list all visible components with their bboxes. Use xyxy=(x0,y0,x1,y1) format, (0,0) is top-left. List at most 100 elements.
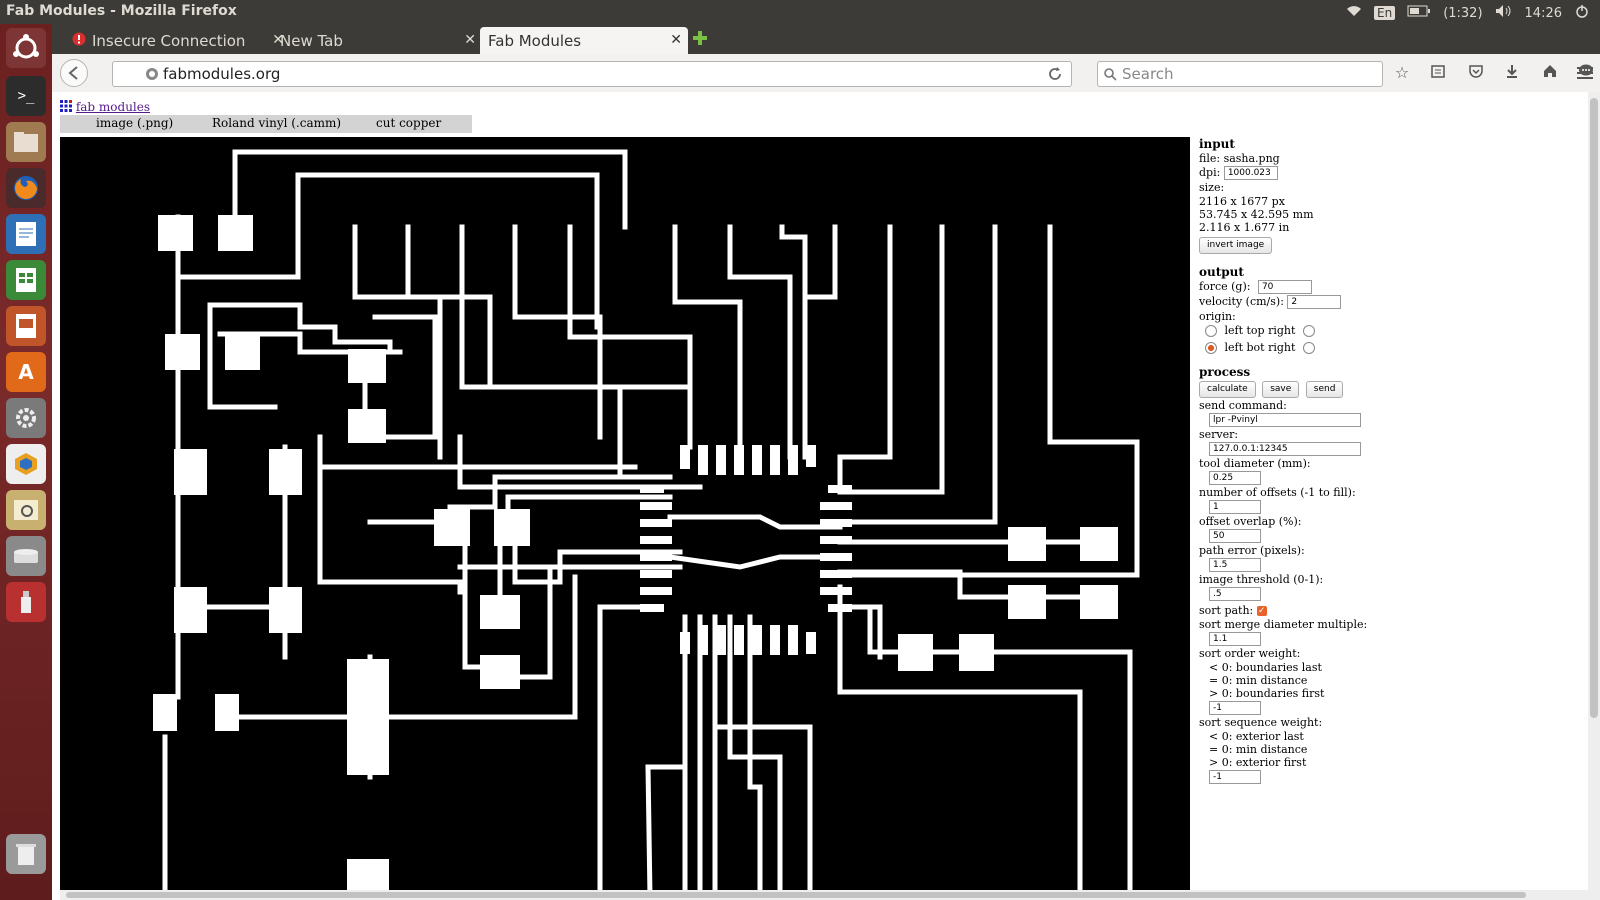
reload-icon[interactable] xyxy=(1047,66,1063,82)
size-mm: 53.745 x 42.595 mm xyxy=(1199,208,1314,221)
home-icon[interactable] xyxy=(1540,63,1560,83)
menu-output-format[interactable]: Roland vinyl (.camm) xyxy=(212,116,342,130)
order-weight-input[interactable] xyxy=(1209,701,1261,715)
sort-path-checkbox[interactable]: ✓ xyxy=(1256,606,1267,616)
save-button[interactable]: save xyxy=(1262,381,1300,398)
path-error-input[interactable] xyxy=(1209,558,1261,572)
ubuntu-dash-icon[interactable] xyxy=(6,28,46,68)
download-icon[interactable] xyxy=(1502,63,1522,83)
horizontal-scroll-thumb[interactable] xyxy=(66,892,1526,898)
velocity-input[interactable] xyxy=(1287,295,1342,309)
size-px: 2116 x 1677 px xyxy=(1199,195,1285,208)
origin-right-bot-radio[interactable] xyxy=(1302,342,1315,354)
page-content: fab modules image (.png) Roland vinyl (.… xyxy=(52,92,1600,900)
sequence-weight-input[interactable] xyxy=(1209,770,1261,784)
battery-icon[interactable] xyxy=(1407,5,1431,21)
tab-insecure-connection[interactable]: Insecure Connection ✕ xyxy=(72,27,284,54)
order-note-3: > 0: boundaries first xyxy=(1209,687,1325,700)
system-top-bar: Fab Modules - Mozilla Firefox En (1:32) … xyxy=(0,0,1600,24)
fab-modules-link[interactable]: fab modules xyxy=(75,100,151,114)
writer-icon[interactable] xyxy=(6,214,46,254)
invert-image-button[interactable]: invert image xyxy=(1199,237,1273,254)
hamburger-menu-button[interactable] xyxy=(1576,64,1594,82)
tab-fab-modules[interactable]: Fab Modules ✕ xyxy=(480,27,688,54)
send-button[interactable]: send xyxy=(1305,381,1344,398)
warning-icon xyxy=(72,32,86,50)
tab-label: Fab Modules xyxy=(488,31,582,50)
site-info-icon[interactable] xyxy=(145,67,159,81)
vertical-scrollbar[interactable] xyxy=(1588,92,1600,900)
software-center-icon[interactable]: A xyxy=(6,352,46,392)
settings-icon[interactable] xyxy=(6,398,46,438)
module-menu: image (.png) Roland vinyl (.camm) cut co… xyxy=(60,115,472,133)
files-icon[interactable] xyxy=(6,122,46,162)
battery-time: (1:32) xyxy=(1443,5,1483,21)
origin-left-top-radio[interactable] xyxy=(1205,325,1217,337)
origin-right-top-radio[interactable] xyxy=(1302,325,1315,337)
search-bar[interactable]: Search xyxy=(1097,61,1383,87)
calculate-button[interactable]: calculate xyxy=(1199,381,1256,398)
force-input[interactable] xyxy=(1257,280,1312,294)
new-tab-plus-icon[interactable] xyxy=(692,30,708,50)
window-title: Fab Modules - Mozilla Firefox xyxy=(6,3,237,19)
clock[interactable]: 14:26 xyxy=(1524,5,1562,21)
server-label: server: xyxy=(1199,428,1239,441)
navigation-toolbar: fabmodules.org Search ☆ xyxy=(52,54,1600,93)
origin-label: origin: xyxy=(1199,310,1236,323)
trash-icon[interactable] xyxy=(6,834,46,874)
origin-bot-label: left bot right xyxy=(1224,341,1296,354)
tab-new-tab[interactable]: New Tab ✕ xyxy=(280,27,476,54)
menu-input-format[interactable]: image (.png) xyxy=(96,116,174,130)
tool-diameter-input[interactable] xyxy=(1209,471,1261,485)
image-viewer-icon[interactable] xyxy=(6,490,46,530)
sequence-note-2: = 0: min distance xyxy=(1209,743,1308,756)
vertical-scroll-thumb[interactable] xyxy=(1590,98,1598,718)
url-bar[interactable]: fabmodules.org xyxy=(112,61,1072,87)
threshold-label: image threshold (0-1): xyxy=(1199,573,1324,586)
impress-icon[interactable] xyxy=(6,306,46,346)
settings-panel: input file: sasha.png dpi: size: 2116 x … xyxy=(1199,136,1449,785)
size-label: size: xyxy=(1199,181,1225,194)
threshold-input[interactable] xyxy=(1209,587,1261,601)
volume-icon[interactable] xyxy=(1495,4,1513,22)
velocity-label: velocity (cm/s): xyxy=(1199,295,1284,308)
offsets-label: number of offsets (-1 to fill): xyxy=(1199,486,1356,499)
bookmark-star-icon[interactable]: ☆ xyxy=(1394,63,1410,82)
close-tab-icon[interactable]: ✕ xyxy=(670,32,682,48)
order-note-1: < 0: boundaries last xyxy=(1209,661,1322,674)
grid-logo-icon xyxy=(60,100,72,112)
bookmarks-menu-icon[interactable] xyxy=(1428,63,1448,83)
send-command-input[interactable] xyxy=(1209,413,1361,427)
sequence-note-3: > 0: exterior first xyxy=(1209,756,1307,769)
firefox-icon[interactable] xyxy=(6,168,46,208)
back-button[interactable] xyxy=(60,59,88,87)
drive-icon[interactable] xyxy=(6,536,46,576)
dpi-input[interactable] xyxy=(1223,166,1278,180)
url-text[interactable]: fabmodules.org xyxy=(163,65,281,83)
origin-left-bot-radio[interactable] xyxy=(1205,342,1217,354)
app-icon[interactable] xyxy=(6,444,46,484)
close-tab-icon[interactable]: ✕ xyxy=(272,32,284,48)
usb-drive-icon[interactable] xyxy=(6,582,46,622)
horizontal-scrollbar[interactable] xyxy=(60,890,1588,900)
sequence-note-1: < 0: exterior last xyxy=(1209,730,1304,743)
overlap-label: offset overlap (%): xyxy=(1199,515,1302,528)
offsets-input[interactable] xyxy=(1209,500,1261,514)
merge-label: sort merge diameter multiple: xyxy=(1199,618,1368,631)
overlap-input[interactable] xyxy=(1209,529,1261,543)
merge-input[interactable] xyxy=(1209,632,1261,646)
terminal-icon[interactable]: >_ xyxy=(6,76,46,116)
origin-top-label: left top right xyxy=(1224,324,1296,337)
browser-tab-bar: Insecure Connection ✕ New Tab ✕ Fab Modu… xyxy=(52,24,1600,54)
server-input[interactable] xyxy=(1209,442,1361,456)
menu-process[interactable]: cut copper xyxy=(376,116,442,130)
calc-icon[interactable] xyxy=(6,260,46,300)
output-section-title: output xyxy=(1199,265,1244,279)
close-tab-icon[interactable]: ✕ xyxy=(464,32,476,48)
keyboard-language[interactable]: En xyxy=(1374,6,1396,20)
wifi-icon[interactable] xyxy=(1346,5,1362,21)
pocket-icon[interactable] xyxy=(1466,63,1486,83)
pcb-traces xyxy=(153,149,1140,900)
tool-diameter-label: tool diameter (mm): xyxy=(1199,457,1311,470)
power-icon[interactable] xyxy=(1574,3,1590,23)
